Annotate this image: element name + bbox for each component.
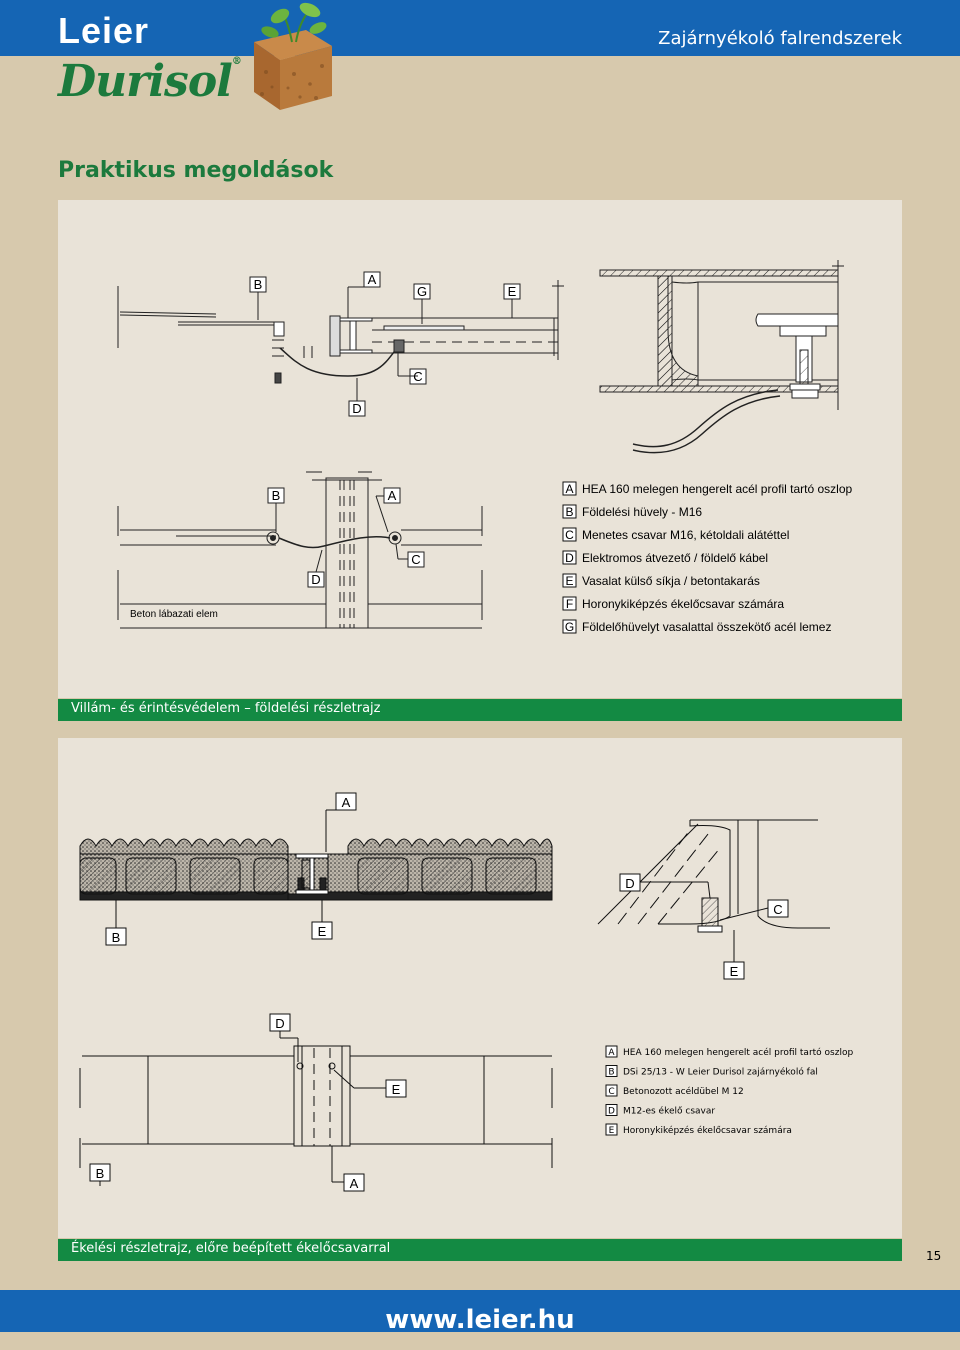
legend2-item-text: HEA 160 melegen hengerelt acél profil ta… bbox=[623, 1047, 853, 1058]
callout-e-top: E bbox=[508, 284, 517, 299]
legend1-item-key-box bbox=[562, 550, 577, 565]
legend1-item-key-box bbox=[562, 527, 577, 542]
callout-d-elevation: D bbox=[275, 1016, 284, 1031]
legend1-item-key: A bbox=[565, 482, 573, 496]
legend2-item-key: C bbox=[608, 1087, 614, 1097]
legend2-item-key-box bbox=[605, 1045, 618, 1058]
legend2-item-key-box bbox=[605, 1104, 618, 1116]
legend2-item-text: M12-es ékelő csavar bbox=[623, 1106, 715, 1117]
callout-d-bottom: D bbox=[311, 572, 320, 587]
site-title: Zajárnyékoló falrendszerek bbox=[658, 28, 902, 49]
callout-b-bottom: B bbox=[272, 488, 281, 503]
callout-d-detail: D bbox=[625, 876, 634, 891]
callout-d-top: D bbox=[352, 401, 361, 416]
figure1-caption: Villám- és érintésvédelem – földelési ré… bbox=[58, 699, 902, 721]
wedge-detail-drawing: A B E D C E bbox=[79, 792, 853, 1192]
legend2-item-key-box bbox=[605, 1084, 618, 1097]
page-number: 15 bbox=[926, 1249, 942, 1263]
legend2-item-key-box bbox=[605, 1065, 618, 1077]
footer-url[interactable]: www.leier.hu bbox=[0, 1290, 960, 1335]
legend1-item-text: Menetes csavar M16, kétoldali alátéttel bbox=[582, 528, 789, 542]
durisol-logo: Durisol® bbox=[58, 56, 242, 107]
legend2-item-text: Betonozott acéldübel M 12 bbox=[623, 1086, 744, 1097]
grounding-detail-drawing: B A G E C D bbox=[117, 260, 852, 634]
callout-e-detail: E bbox=[730, 964, 739, 979]
header-bar bbox=[0, 0, 960, 56]
legend1-item-key-box bbox=[562, 573, 577, 588]
legend2-item-key: B bbox=[608, 1068, 614, 1078]
legend1-item-key: B bbox=[565, 505, 573, 519]
legend1-item-key: E bbox=[565, 574, 573, 588]
legend1-item-text: Elektromos átvezető / földelő kábel bbox=[582, 551, 768, 565]
registered-mark: ® bbox=[231, 56, 242, 67]
callout-g-top: G bbox=[417, 284, 427, 299]
legend2-item-key: D bbox=[608, 1107, 615, 1117]
durisol-block-plant-icon bbox=[254, 2, 332, 110]
durisol-wordmark: Durisol bbox=[58, 56, 233, 107]
section-title: Praktikus megoldások bbox=[58, 158, 334, 183]
legend1-item-key: G bbox=[565, 620, 574, 634]
legend1-item-text: Földelési hüvely - M16 bbox=[582, 505, 702, 519]
callout-c-bottom: C bbox=[411, 552, 420, 567]
callout-a-elevation: A bbox=[350, 1176, 359, 1191]
legend1-item-key-box bbox=[562, 596, 577, 611]
grounding-detail-panel: B A G E C D bbox=[58, 200, 902, 698]
legend1-item-text: Horonykiképzés ékelőcsavar számára bbox=[582, 597, 784, 611]
callout-b-top: B bbox=[254, 277, 263, 292]
callout-e-section: E bbox=[318, 924, 327, 939]
legend1-item-text: Földelőhüvelyt vasalattal összekötő acél… bbox=[582, 620, 831, 634]
legend1-item-key: F bbox=[566, 597, 573, 611]
legend1-item-key-box bbox=[562, 619, 577, 634]
leier-logo: Leier bbox=[58, 10, 150, 51]
callout-a-section: A bbox=[342, 795, 351, 810]
callout-c-detail: C bbox=[773, 902, 782, 917]
legend2-item-text: DSi 25/13 - W Leier Durisol zajárnyékoló… bbox=[623, 1067, 818, 1078]
wedge-detail-panel: A B E D C E bbox=[58, 738, 902, 1238]
legend2-item-key: A bbox=[608, 1048, 615, 1058]
callout-b-elevation: B bbox=[96, 1166, 105, 1181]
legend1-item-key-box bbox=[562, 481, 577, 496]
legend1-item-text: HEA 160 melegen hengerelt acél profil ta… bbox=[582, 482, 852, 496]
legend1-item-key: D bbox=[565, 551, 574, 565]
callout-a-bottom: A bbox=[388, 488, 397, 503]
legend1-item-key-box bbox=[562, 504, 577, 519]
callout-c-top: C bbox=[413, 369, 422, 384]
legend2-item-text: Horonykiképzés ékelőcsavar számára bbox=[623, 1125, 792, 1136]
figure2-caption: Ékelési részletrajz, előre beépített éke… bbox=[58, 1239, 902, 1261]
legend2-item-key: E bbox=[609, 1126, 615, 1136]
legend2-item-key-box bbox=[605, 1123, 618, 1136]
base-element-label: Beton lábazati elem bbox=[130, 609, 218, 620]
legend1-item-text: Vasalat külső síkja / betontakarás bbox=[582, 574, 760, 588]
callout-e-elevation: E bbox=[392, 1082, 401, 1097]
callout-a-top: A bbox=[368, 272, 377, 287]
legend1-item-key: C bbox=[565, 528, 574, 542]
callout-b-section: B bbox=[112, 930, 121, 945]
legend-figure1: A HEA 160 melegen hengerelt acél profil t… bbox=[562, 481, 852, 634]
legend-figure2: A HEA 160 melegen hengerelt acél profil t… bbox=[605, 1045, 853, 1136]
